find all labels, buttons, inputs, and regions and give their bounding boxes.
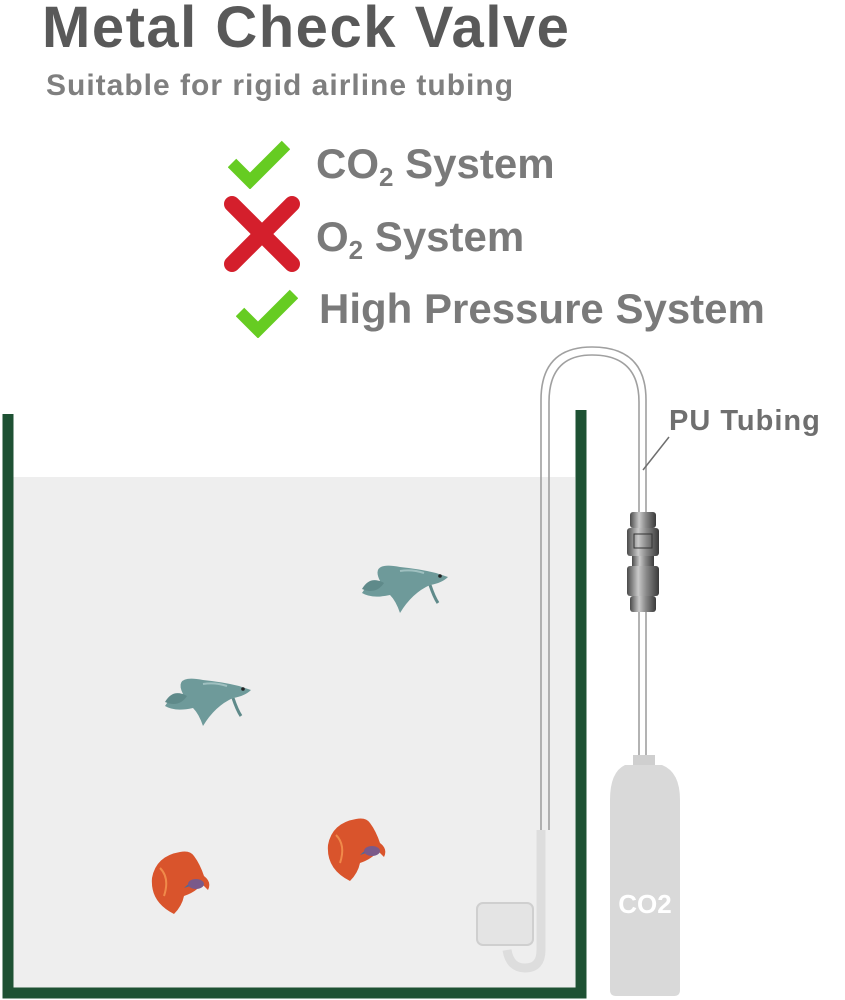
feature-co2-rest: System: [393, 140, 555, 187]
feature-high-pressure-label: High Pressure System: [319, 285, 765, 332]
orange-betta-fish: [151, 851, 210, 914]
page-subtitle: Suitable for rigid airline tubing: [46, 69, 515, 102]
metal-check-valve: [627, 512, 659, 612]
check-icon: [236, 289, 298, 338]
pu-tubing: [540, 346, 647, 830]
feature-co2-system: CO2 System: [316, 140, 555, 191]
feature-o2-base: O: [316, 213, 349, 260]
tank-frame: [2, 410, 587, 999]
cylinder-label: CO2: [618, 889, 671, 919]
feature-o2-system: O2 System: [316, 213, 525, 264]
co2-cylinder: [610, 755, 680, 996]
feature-o2-rest: System: [363, 213, 525, 260]
cross-icon: [224, 196, 300, 272]
feature-co2-base: CO: [316, 140, 379, 187]
orange-betta-fish: [327, 818, 386, 881]
green-betta-fish: [362, 565, 448, 613]
glass-diffuser: [476, 830, 546, 973]
pu-tubing-label: PU Tubing: [669, 405, 821, 437]
check-icon: [228, 140, 290, 189]
feature-high-pressure-system: High Pressure System: [319, 286, 765, 332]
feature-co2-subscript: 2: [379, 162, 394, 192]
page-title: Metal Check Valve: [42, 0, 571, 60]
feature-o2-subscript: 2: [348, 235, 364, 265]
green-betta-fish: [165, 678, 251, 726]
tubing-leader-line: [642, 436, 670, 471]
